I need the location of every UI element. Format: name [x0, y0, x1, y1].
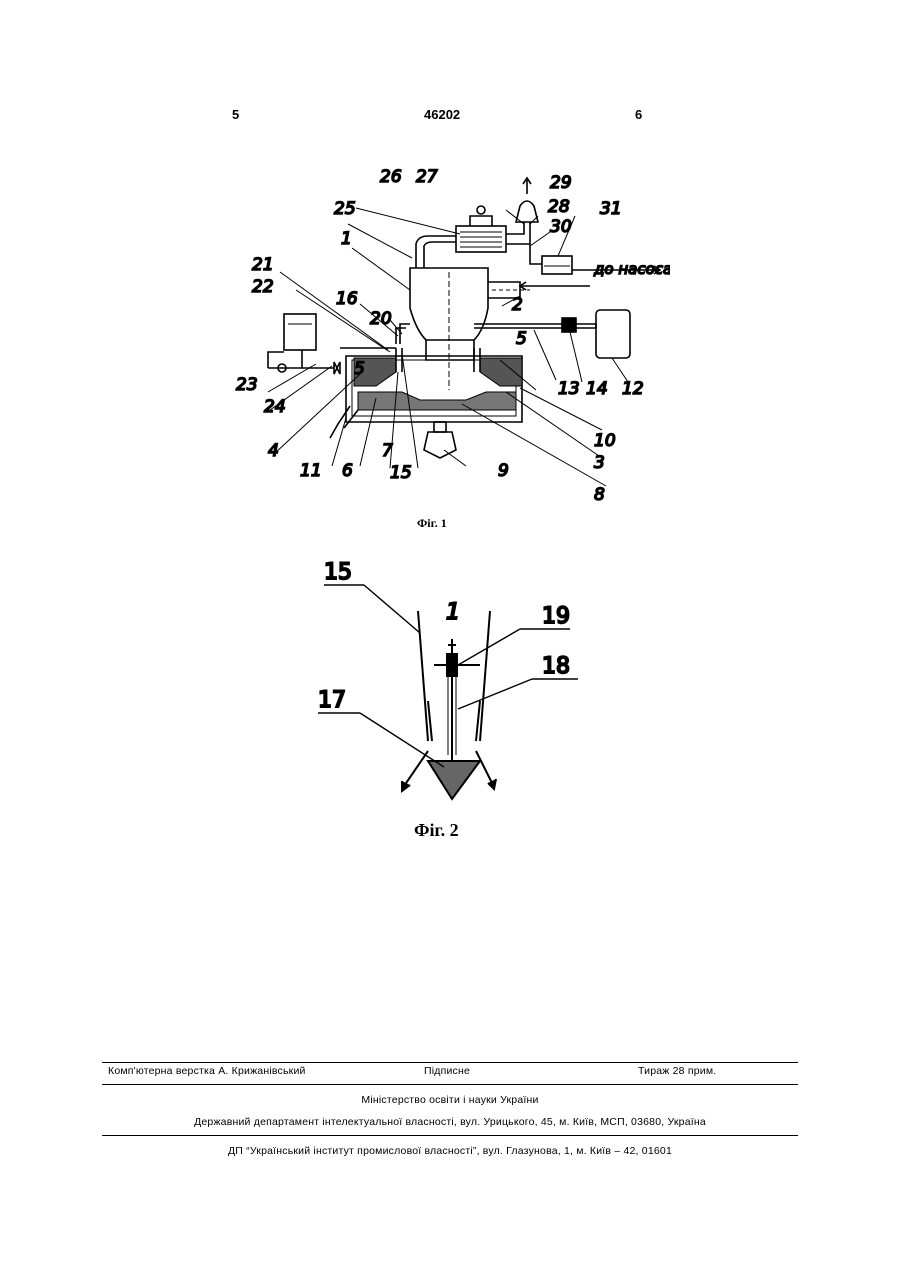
fig2-label-15: 15	[324, 560, 352, 585]
fig1-label-31: 31	[600, 199, 622, 219]
patent-number: 46202	[424, 107, 460, 122]
fig1-label-24: 24	[264, 397, 286, 417]
fig1-label-22: 22	[252, 277, 274, 297]
footer-rule-top	[102, 1062, 798, 1063]
fig1-label-25: 25	[334, 199, 356, 219]
fig1-label-1: 1	[341, 229, 352, 249]
footer-signed: Підписне	[424, 1065, 470, 1077]
fig1-label-15: 15	[390, 463, 412, 483]
fig1-label-6: 6	[342, 461, 353, 481]
footer-rule-middle	[102, 1084, 798, 1085]
fig1-label-3: 3	[594, 453, 605, 473]
fig1-label-28: 28	[548, 197, 570, 217]
fig1-label-14: 14	[586, 379, 608, 399]
fig1-label-11: 11	[300, 461, 322, 481]
figure-2-drawing: 15 1 19 18 17	[310, 555, 600, 810]
fig1-label-9: 9	[498, 461, 509, 481]
footer-circulation: Тираж 28 прим.	[638, 1065, 716, 1077]
footer-department: Державний департамент інтелектуальної вл…	[102, 1116, 798, 1128]
fig1-label-30: 30	[550, 217, 572, 237]
fig1-label-10: 10	[594, 431, 616, 451]
fig2-label-1: 1	[446, 600, 460, 625]
footer-rule-bottom	[102, 1135, 798, 1136]
fig1-label-29: 29	[550, 173, 572, 193]
fig2-label-18: 18	[542, 654, 570, 679]
fig1-label-5b: 5	[354, 359, 365, 379]
fig1-label-13: 13	[558, 379, 580, 399]
footer-institute: ДП “Український інститут промислової вла…	[102, 1145, 798, 1157]
page-number-right: 6	[635, 107, 642, 122]
figure-1-caption: Фіг. 1	[417, 516, 447, 531]
page-number-left: 5	[232, 107, 239, 122]
figure-2-caption: Фіг. 2	[414, 820, 459, 841]
fig1-label-16: 16	[336, 289, 358, 309]
fig1-label-23: 23	[236, 375, 258, 395]
fig1-label-2: 2	[512, 295, 523, 315]
fig1-label-26: 26	[380, 167, 402, 187]
fig1-label-4: 4	[268, 441, 279, 461]
fig1-label-8: 8	[594, 485, 605, 505]
fig1-annotation-pump: до насоса	[593, 260, 670, 278]
fig1-label-5: 5	[516, 329, 527, 349]
fig1-label-12: 12	[622, 379, 644, 399]
footer-ministry: Міністерство освіти і науки України	[102, 1094, 798, 1106]
fig2-label-17: 17	[318, 688, 346, 713]
figure-1-drawing: 1 2 3 4 5 5 6 7 8 9 10 11 12 13 14 15 16…	[230, 160, 670, 520]
fig1-label-7: 7	[382, 441, 393, 461]
fig1-label-27: 27	[416, 167, 438, 187]
fig2-label-19: 19	[542, 604, 570, 629]
fig1-label-20: 20	[370, 309, 392, 329]
fig1-label-21: 21	[252, 255, 274, 275]
footer-layout-credit: Комп'ютерна верстка А. Крижанівський	[108, 1065, 306, 1077]
